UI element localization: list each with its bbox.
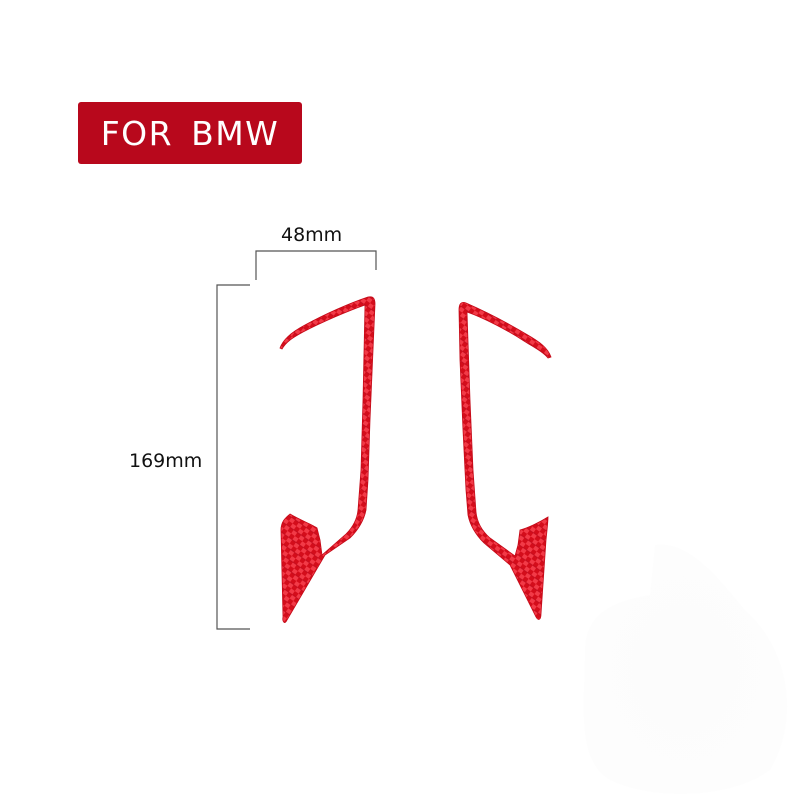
- right-trim-piece: [458, 302, 552, 620]
- width-dimension-bracket: [255, 250, 377, 280]
- brand-badge: FOR BMW: [78, 102, 302, 164]
- height-dimension-label: 169mm: [129, 450, 203, 472]
- brand-badge-label: FOR BMW: [100, 113, 280, 153]
- height-dimension-bracket: [216, 284, 250, 630]
- width-dimension-label: 48mm: [281, 224, 343, 246]
- watermark-blob: [583, 544, 788, 794]
- left-trim-piece: [279, 296, 376, 623]
